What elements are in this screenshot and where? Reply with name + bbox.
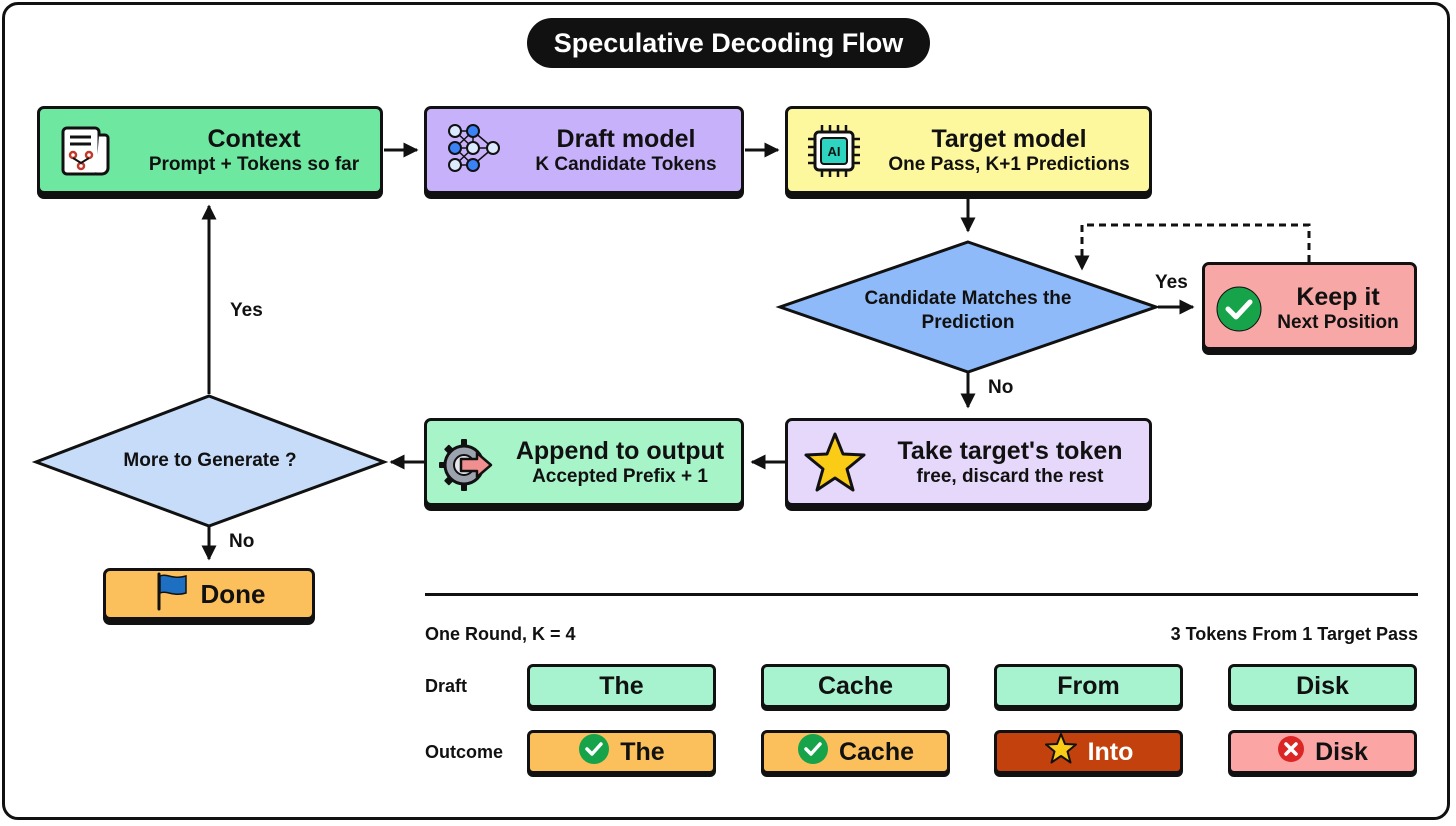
edge-label-more-no: No: [229, 531, 255, 552]
done-node: Done: [103, 568, 315, 620]
star-icon: [1044, 732, 1078, 772]
diagram-title: Speculative Decoding Flow: [527, 18, 930, 68]
take-target-subtitle: free, discard the rest: [916, 466, 1104, 487]
draft-token-text: Disk: [1296, 671, 1349, 700]
target-model-title: Target model: [931, 125, 1087, 153]
draft-row-label: Draft: [425, 676, 468, 696]
draft-model-title: Draft model: [556, 125, 696, 153]
draft-token-text: Cache: [817, 671, 894, 700]
outcome-token-text: Cache: [838, 737, 915, 766]
outcome-token-accepted: The: [527, 730, 716, 774]
edge-label-match-yes: Yes: [1155, 272, 1188, 293]
outcome-token-accepted: Cache: [761, 730, 950, 774]
draft-token: Disk: [1228, 664, 1417, 708]
flag-icon: [153, 571, 189, 618]
document-icon: [60, 125, 112, 184]
context-node: Context Prompt + Tokens so far: [37, 106, 383, 194]
edge-label-more-yes: Yes: [230, 300, 263, 321]
svg-text:AI: AI: [828, 144, 841, 159]
context-title: Context: [207, 125, 301, 153]
outcome-row-label: Outcome: [425, 742, 504, 762]
draft-token: From: [994, 664, 1183, 708]
x-circle-icon: [1277, 735, 1305, 770]
append-output-title: Append to output: [515, 437, 725, 465]
neural-network-icon: [445, 121, 507, 188]
ai-chip-icon: AI: [806, 123, 862, 184]
take-target-token-node: Take target's token free, discard the re…: [785, 418, 1152, 506]
check-circle-icon: [797, 733, 829, 772]
example-left-caption: One Round, K = 4: [425, 624, 576, 644]
draft-model-subtitle: K Candidate Tokens: [535, 154, 717, 175]
done-label: Done: [200, 578, 266, 609]
example-right-caption: 3 Tokens From 1 Target Pass: [1170, 624, 1418, 644]
star-icon: [802, 431, 868, 500]
more-to-generate-diamond: [31, 394, 389, 528]
outcome-token-text: The: [620, 737, 665, 766]
outcome-token-rejected: Disk: [1228, 730, 1417, 774]
candidate-matches-diamond: [775, 240, 1161, 374]
check-circle-icon: [1215, 285, 1263, 338]
more-to-generate-label: More to Generate ?: [123, 450, 297, 471]
edge-label-match-no: No: [988, 377, 1014, 398]
keep-it-title: Keep it: [1296, 283, 1380, 311]
draft-model-node: Draft model K Candidate Tokens: [424, 106, 744, 194]
section-divider: [425, 593, 1418, 596]
context-subtitle: Prompt + Tokens so far: [148, 154, 360, 175]
draft-token-text: The: [599, 671, 644, 700]
candidate-matches-label: Candidate Matches the Prediction: [864, 288, 1072, 333]
draft-token: Cache: [761, 664, 950, 708]
append-output-node: Append to output Accepted Prefix + 1: [424, 418, 744, 506]
check-circle-icon: [578, 733, 610, 772]
keep-it-subtitle: Next Position: [1277, 312, 1399, 333]
edge-keep-loop-back: [1074, 223, 1311, 271]
append-output-subtitle: Accepted Prefix + 1: [532, 466, 708, 487]
outcome-token-text: Into: [1087, 737, 1134, 766]
outcome-token-text: Disk: [1315, 737, 1368, 766]
draft-token-text: From: [1057, 671, 1120, 700]
draft-token: The: [527, 664, 716, 708]
gear-arrow-icon: [437, 437, 497, 498]
target-model-node: AI Target model One Pass, K+1 Prediction…: [785, 106, 1152, 194]
outcome-token-replaced: Into: [994, 730, 1183, 774]
take-target-title: Take target's token: [897, 437, 1123, 465]
target-model-subtitle: One Pass, K+1 Predictions: [888, 154, 1130, 175]
keep-it-node: Keep it Next Position: [1202, 262, 1417, 350]
